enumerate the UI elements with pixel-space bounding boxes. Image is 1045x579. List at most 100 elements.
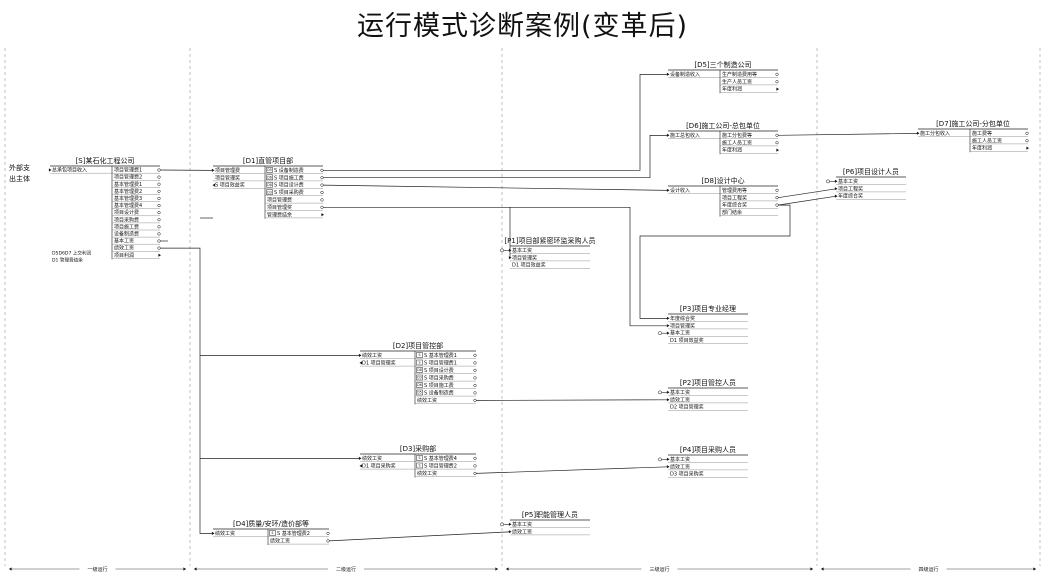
inflow-arrow	[211, 168, 215, 172]
stage-label-bg	[328, 565, 364, 573]
outflow-node	[320, 190, 324, 195]
flow-d1-to-p3	[323, 206, 668, 327]
box-title: [P5]职能管理人员	[522, 510, 578, 519]
outflow-node	[157, 211, 161, 215]
inflow-arrow	[666, 331, 670, 335]
target-tag-box	[416, 455, 423, 461]
box-left-item: 绩效工资	[670, 463, 690, 470]
box-right-item: S 项目管理费1	[424, 360, 457, 367]
target-tag-box	[416, 352, 423, 358]
target-tag-box	[416, 374, 423, 381]
box-right-item: 项目施工费	[114, 223, 139, 230]
box-right-item: 基本管理费4	[114, 202, 142, 209]
stage-arrow-right	[183, 567, 186, 571]
outflow-node	[157, 182, 161, 186]
box-right-item: 项目利润	[114, 252, 134, 259]
box-left-item: S 项目效益奖	[215, 182, 245, 189]
target-tag-box	[416, 359, 423, 366]
target-tag-box	[416, 382, 423, 388]
outflow-node	[157, 189, 161, 193]
profit-arrow	[321, 213, 324, 217]
outflow-node	[473, 471, 477, 475]
box-left-item: 基本工资	[838, 178, 858, 185]
target-tag: D6	[267, 176, 271, 180]
box-left-item: 年度综合奖	[838, 193, 863, 200]
flow-d8-to-p6-annual	[777, 195, 837, 206]
inflow-arrow	[666, 316, 670, 320]
outflow-arrow	[212, 183, 216, 187]
basepay-source-node	[500, 248, 504, 253]
inflow-arrow	[666, 133, 670, 137]
box-title: [P2]项目管控人员	[680, 378, 736, 387]
outflow-node	[326, 531, 330, 535]
box-right-item: 基本管理费2	[114, 188, 142, 195]
inflow-arrow	[358, 456, 362, 460]
profit-arrow	[776, 87, 779, 91]
external-subject-label: 出主体	[9, 174, 30, 183]
target-tag: S	[271, 531, 273, 535]
box-right-item: 施工费等	[972, 130, 992, 137]
box-right-item: 年度利润	[722, 86, 742, 93]
flow-d8-to-p6-project	[777, 188, 837, 199]
stage-arrow-right	[495, 567, 498, 571]
outflow-node	[473, 398, 477, 402]
box-s: [S]某石化工程公司总承包项目收入项目管理费1项目管理费2基本管理费1基本管理费…	[50, 156, 161, 263]
box-right-item: 部门结余	[722, 209, 742, 216]
box-right-item: 项目设计费	[114, 209, 139, 216]
outflow-node	[157, 232, 161, 236]
box-right-item: S 项目施工费	[274, 174, 304, 181]
box-left-item: 基本工资	[670, 389, 690, 396]
stage-label-bg	[641, 565, 678, 573]
outflow-node	[326, 539, 330, 543]
box-right-item: S 设备制造费	[274, 167, 304, 174]
outflow-node	[775, 133, 779, 137]
inflow-arrow	[916, 131, 920, 135]
box-left-item: 基本工资	[512, 521, 532, 528]
box-title: [D3]采购部	[400, 444, 436, 453]
flow-d4-to-p5	[328, 531, 511, 542]
box-left-item: D3 项目采购奖	[670, 471, 704, 478]
inflow-arrow	[358, 353, 362, 357]
box-left-item: 基本工资	[670, 330, 690, 337]
box-left-item: 基本工资	[512, 247, 532, 254]
outflow-node	[157, 246, 161, 250]
box-right-item: 年度利润	[722, 147, 742, 154]
box-right-item: 施工人员工资	[972, 137, 1002, 144]
box-left-item: 绩效工资	[670, 396, 690, 403]
target-tag: D8	[417, 368, 421, 372]
flow-d1-to-d6	[323, 135, 668, 179]
box-left-item: 绩效工资	[512, 528, 532, 535]
box-right-item: S 基本管理费1	[424, 352, 457, 359]
stage-label: 一级运行	[87, 566, 107, 573]
box-right-item: S 项目设计费	[274, 182, 304, 189]
outflow-node	[320, 168, 324, 172]
box-right-item: 项目工程奖	[722, 194, 747, 201]
box-right-item: 项目采购费	[114, 216, 139, 223]
stage-label: 四级运行	[918, 566, 938, 573]
box-right-item: 绩效工资	[114, 245, 134, 252]
outflow-node	[775, 72, 779, 76]
outflow-node	[157, 239, 161, 243]
outflow-node	[157, 225, 161, 229]
flow-d6-to-d7	[777, 133, 919, 136]
outflow-node	[473, 361, 477, 365]
target-tag-box	[416, 389, 423, 396]
stage-label-bg	[910, 565, 947, 573]
target-tag: S	[418, 464, 420, 468]
outflow-node	[157, 218, 161, 222]
target-tag-box	[266, 167, 273, 173]
box-title: [D6]施工公司-总包单位	[686, 121, 760, 130]
stage-label: 三级运行	[649, 566, 669, 573]
profit-arrow	[776, 148, 779, 152]
outflow-node	[775, 141, 779, 145]
outflow-node	[775, 203, 779, 207]
outflow-node	[1025, 139, 1029, 143]
box-title: [D2]项目管控部	[393, 341, 443, 350]
box-left-item: D1 项目采购奖	[362, 463, 396, 470]
